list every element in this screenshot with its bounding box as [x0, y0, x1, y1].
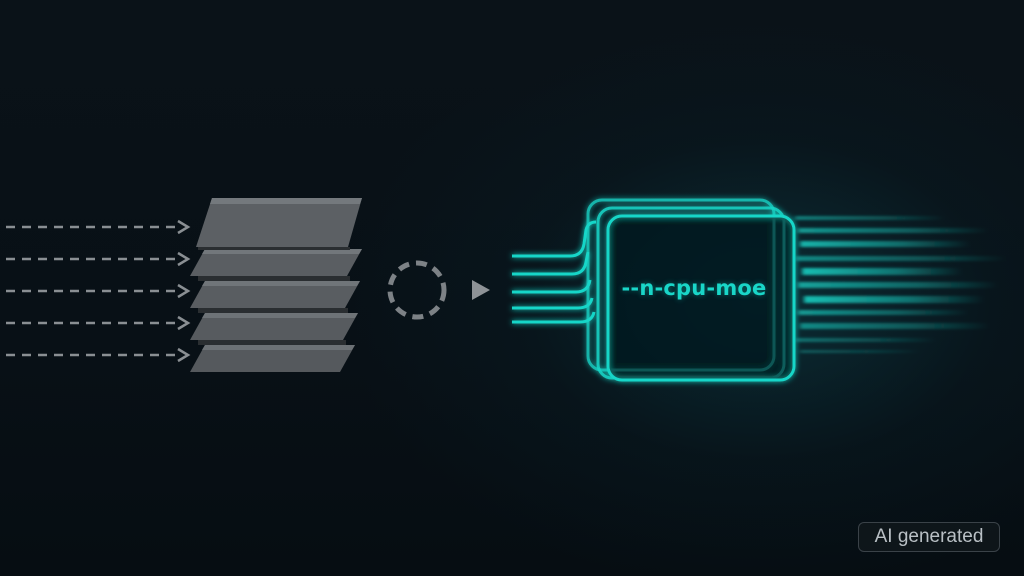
- chip-icon: [586, 198, 796, 382]
- layer-stack-icon: [190, 198, 362, 372]
- play-triangle-icon: [472, 280, 490, 300]
- layer: [190, 313, 358, 345]
- layer: [190, 281, 360, 313]
- ai-generated-badge: AI generated: [858, 522, 1000, 552]
- chip-label: --n-cpu-moe: [621, 276, 767, 300]
- chip-input-lines: [512, 220, 597, 324]
- dashed-arrow-icon: [6, 251, 191, 267]
- dashed-arrow-icon: [6, 283, 191, 299]
- layer: [190, 249, 362, 281]
- dashed-arrow-icon: [6, 347, 191, 363]
- speed-streaks: [795, 216, 1006, 353]
- dashed-circle-icon: [387, 260, 447, 320]
- dashed-arrow-icon: [6, 315, 191, 331]
- input-arrows: [6, 219, 191, 363]
- layer: [196, 198, 362, 250]
- layer: [190, 345, 355, 372]
- dashed-arrow-icon: [6, 219, 191, 235]
